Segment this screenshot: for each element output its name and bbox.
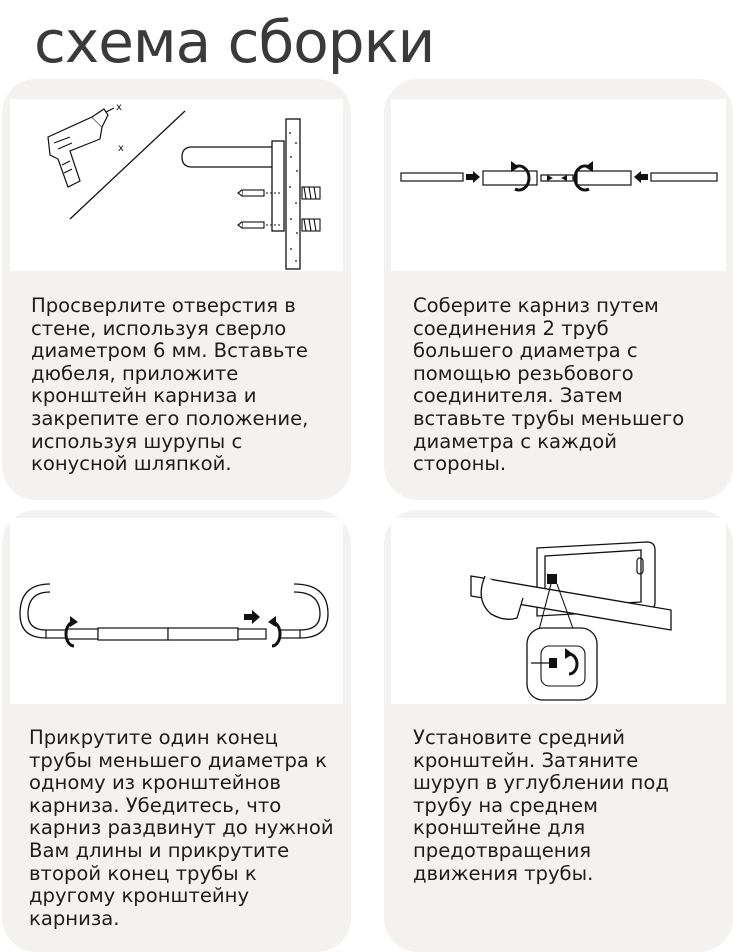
step-text-4: Установите средний кронштейн. Затяните ш… xyxy=(413,726,669,885)
step-text-1: Просверлите отверстия в стене, используя… xyxy=(31,294,309,476)
threaded-connector xyxy=(540,174,574,182)
step-text-3: Прикрутите один конец трубы меньшего диа… xyxy=(29,726,334,930)
svg-text:x: x xyxy=(116,102,122,113)
step-illustration-middle-bracket xyxy=(391,518,726,704)
large-tube-right xyxy=(576,170,632,186)
magnifier-callout-icon xyxy=(526,627,598,701)
small-tube-right xyxy=(650,172,718,182)
wall-texture xyxy=(289,132,298,262)
page-title: схема сборки xyxy=(34,8,435,76)
step-card-assemble-tubes: Соберите карниз путем соединения 2 труб … xyxy=(384,79,733,500)
drill-and-bracket-diagram: x x xyxy=(47,102,321,270)
step-illustration-mount xyxy=(10,518,343,704)
small-tube-left xyxy=(400,172,464,182)
rod-segment-left xyxy=(97,627,169,641)
rod-segment-right xyxy=(167,627,239,641)
svg-text:x: x xyxy=(118,143,124,154)
dowel-screw-icon xyxy=(237,186,321,232)
middle-bracket-diagram xyxy=(470,541,672,701)
wall-line xyxy=(69,110,186,220)
curved-bracket-icon xyxy=(19,583,329,639)
push-arrow-icon xyxy=(466,171,648,183)
step-text-2: Соберите карниз путем соединения 2 труб … xyxy=(413,294,685,476)
tube-assembly-diagram xyxy=(400,161,718,192)
rotate-arrow-icon xyxy=(514,164,590,192)
drill-icon xyxy=(47,107,115,188)
step-card-mount-rod: Прикрутите один конец трубы меньшего диа… xyxy=(2,510,351,952)
step-illustration-drill: x x xyxy=(10,99,343,271)
curtain-rod xyxy=(470,575,672,631)
step-card-drill: x x xyxy=(2,79,351,500)
step-card-middle-bracket: Установите средний кронштейн. Затяните ш… xyxy=(384,510,733,952)
large-tube-left xyxy=(482,170,538,186)
step-illustration-assemble xyxy=(391,99,726,271)
rod-mount-diagram xyxy=(19,583,329,648)
push-arrow-icon xyxy=(244,610,260,624)
wall-bracket-icon xyxy=(181,118,301,270)
